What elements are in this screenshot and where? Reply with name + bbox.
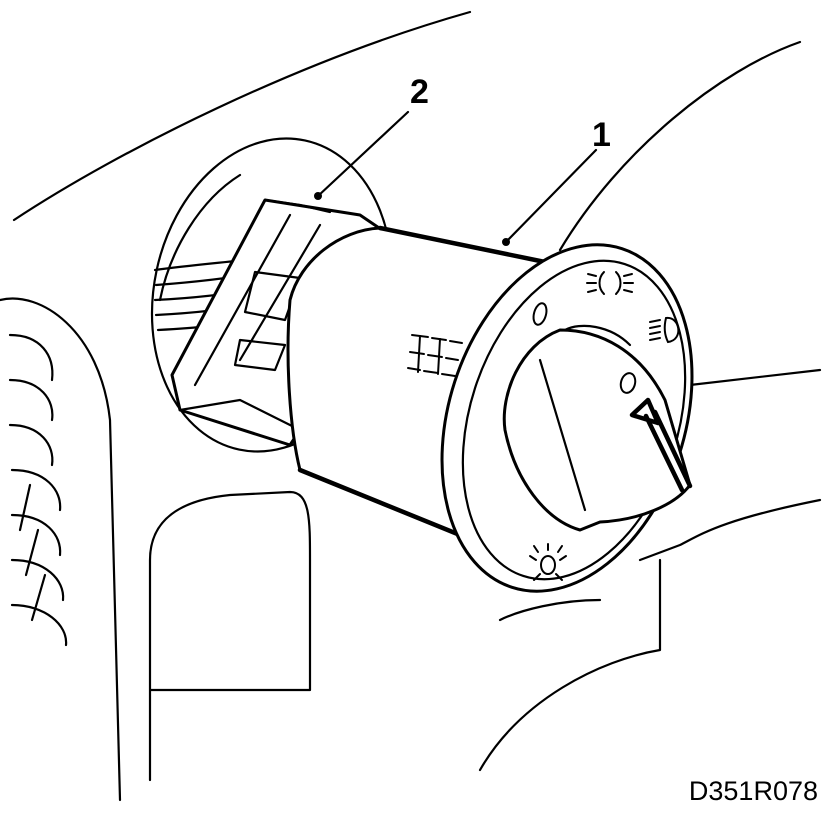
body-marking xyxy=(407,334,463,377)
parking-light-icon xyxy=(586,271,634,295)
dashboard-outline xyxy=(0,10,822,802)
air-vent xyxy=(8,333,68,647)
callout-number-1: 1 xyxy=(592,116,611,154)
callout-2: 2 xyxy=(314,73,429,200)
callout-number-2: 2 xyxy=(410,73,429,111)
off-position-icon xyxy=(532,302,548,326)
rotary-knob xyxy=(502,324,693,532)
fog-light-icon xyxy=(529,543,567,581)
position-symbols xyxy=(529,271,680,581)
low-beam-icon xyxy=(649,316,680,344)
knob-pointer-arrow xyxy=(629,397,693,493)
knob-indicator-icon xyxy=(619,372,637,394)
callout-1: 1 xyxy=(502,116,611,246)
figure-reference-code: D351R078 xyxy=(689,776,818,806)
